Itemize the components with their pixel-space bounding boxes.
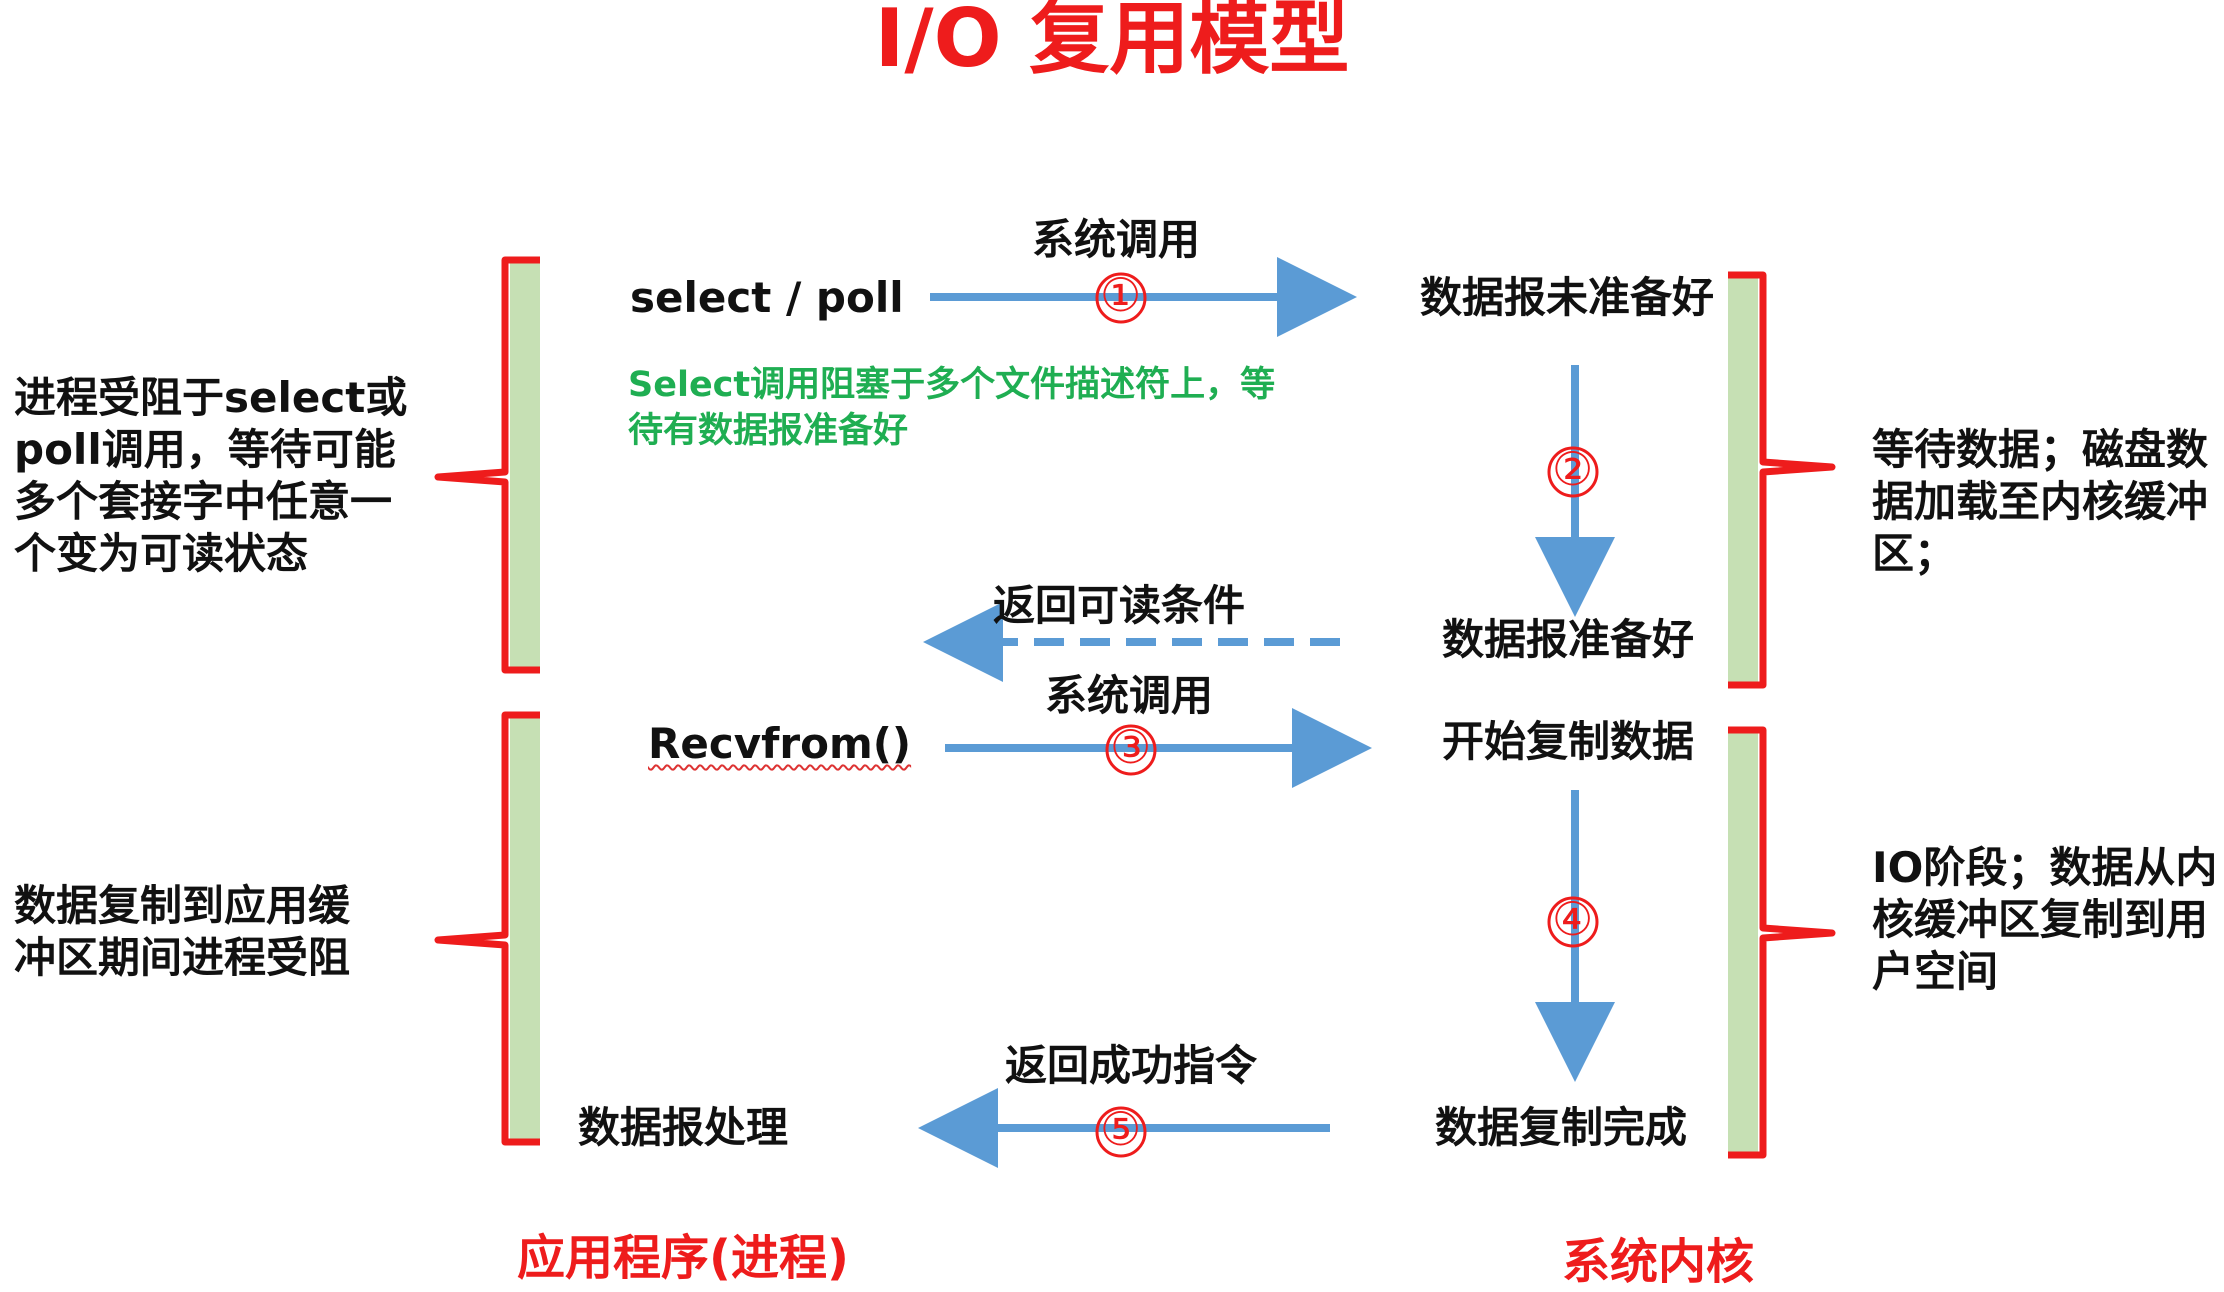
kernel-ready: 数据报准备好 <box>1442 615 1695 664</box>
right-top-brace <box>1728 271 1836 689</box>
step-4-ring <box>1547 896 1599 948</box>
select-note-line2: 待有数据报准备好 <box>628 411 909 451</box>
left-top-brace <box>434 256 540 674</box>
process-data-label: 数据报处理 <box>578 1103 789 1152</box>
right-desc1-line1: 等待数据；磁盘数 <box>1872 425 2209 474</box>
app-process-label: 应用程序(进程) <box>517 1230 849 1286</box>
step-3-ring <box>1105 724 1157 776</box>
right-desc2-line2: 核缓冲区复制到用 <box>1872 895 2209 944</box>
syscall-2-label: 系统调用 <box>1045 671 1214 720</box>
right-desc1-line2: 据加载至内核缓冲 <box>1872 477 2209 526</box>
page-title: I/O 复用模型 <box>874 0 1350 85</box>
right-desc1-line3: 区； <box>1872 529 1957 578</box>
left-desc1-line3: 多个套接字中任意一 <box>14 477 393 526</box>
select-note-line1: Select调用阻塞于多个文件描述符上，等 <box>628 365 1276 405</box>
left-bottom-brace <box>434 711 540 1146</box>
kernel-label: 系统内核 <box>1562 1234 1755 1290</box>
left-desc1-line4: 个变为可读状态 <box>14 529 309 578</box>
kernel-copy-done: 数据复制完成 <box>1435 1103 1688 1152</box>
step-1-number: ① <box>1100 268 1142 322</box>
step-2-ring <box>1547 446 1599 498</box>
left-desc1-line2: poll调用，等待可能 <box>14 425 396 474</box>
left-desc2-line2: 冲区期间进程受阻 <box>14 933 351 982</box>
right-desc2-line3: 户空间 <box>1872 947 1999 996</box>
recvfrom-label: Recvfrom() <box>648 719 912 768</box>
left-desc2-line1: 数据复制到应用缓 <box>14 881 351 930</box>
return-success-label: 返回成功指令 <box>1005 1041 1258 1090</box>
left-bottom-green-bar <box>510 717 540 1142</box>
right-top-green-bar <box>1728 275 1758 685</box>
syscall-1-label: 系统调用 <box>1032 215 1201 264</box>
kernel-not-ready: 数据报未准备好 <box>1420 273 1715 322</box>
step-4-number: ④ <box>1552 892 1594 946</box>
step-5-number: ⑤ <box>1100 1102 1142 1156</box>
step-3-number: ③ <box>1110 720 1152 774</box>
return-readable-label: 返回可读条件 <box>993 581 1246 630</box>
left-desc1-line1: 进程受阻于select或 <box>14 373 408 422</box>
kernel-start-copy: 开始复制数据 <box>1442 717 1695 766</box>
step-1-ring <box>1095 272 1147 324</box>
step-5-ring <box>1095 1106 1147 1158</box>
right-bottom-brace <box>1728 726 1836 1159</box>
step-2-number: ② <box>1552 442 1594 496</box>
select-poll-label: select / poll <box>630 273 904 322</box>
right-desc2-line1: IO阶段；数据从内 <box>1872 843 2218 892</box>
right-bottom-green-bar <box>1728 730 1758 1155</box>
left-top-green-bar <box>510 262 540 672</box>
